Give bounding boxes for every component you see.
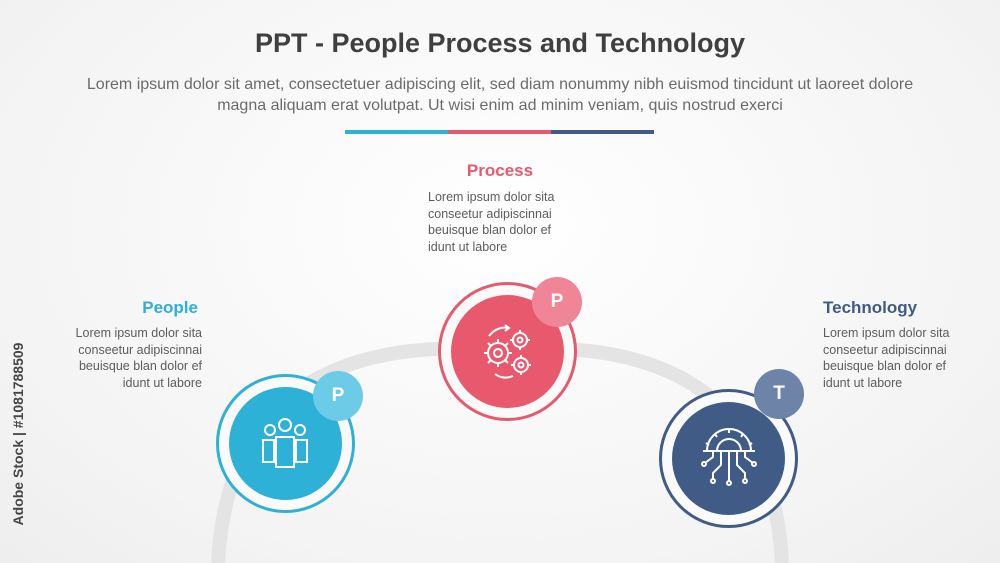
people-group-icon	[262, 418, 308, 468]
process-badge: P	[532, 277, 582, 327]
process-title: Process	[466, 161, 534, 180]
stock-watermark-text: Adobe Stock | #1081788509	[10, 342, 26, 526]
page-description: Lorem ipsum dolor sit amet, consectetuer…	[86, 76, 914, 114]
technology-title: Technology	[823, 298, 918, 317]
divider-process	[448, 130, 551, 134]
people-badge: P	[313, 371, 363, 421]
stock-watermark: Adobe Stock | #1081788509	[6, 318, 30, 550]
circuit-gear-icon	[701, 428, 757, 486]
process-body: Lorem ipsum dolor sita conseetur adipisc…	[428, 190, 555, 254]
divider-technology	[551, 130, 654, 134]
technology-badge: T	[754, 369, 804, 419]
divider-people	[345, 130, 448, 134]
people-title: People	[142, 298, 198, 317]
gears-cycle-icon	[484, 324, 531, 379]
people-body: Lorem ipsum dolor sita conseetur adipisc…	[75, 326, 202, 390]
page-title: PPT - People Process and Technology	[254, 28, 746, 58]
technology-body: Lorem ipsum dolor sita conseetur adipisc…	[823, 326, 950, 390]
